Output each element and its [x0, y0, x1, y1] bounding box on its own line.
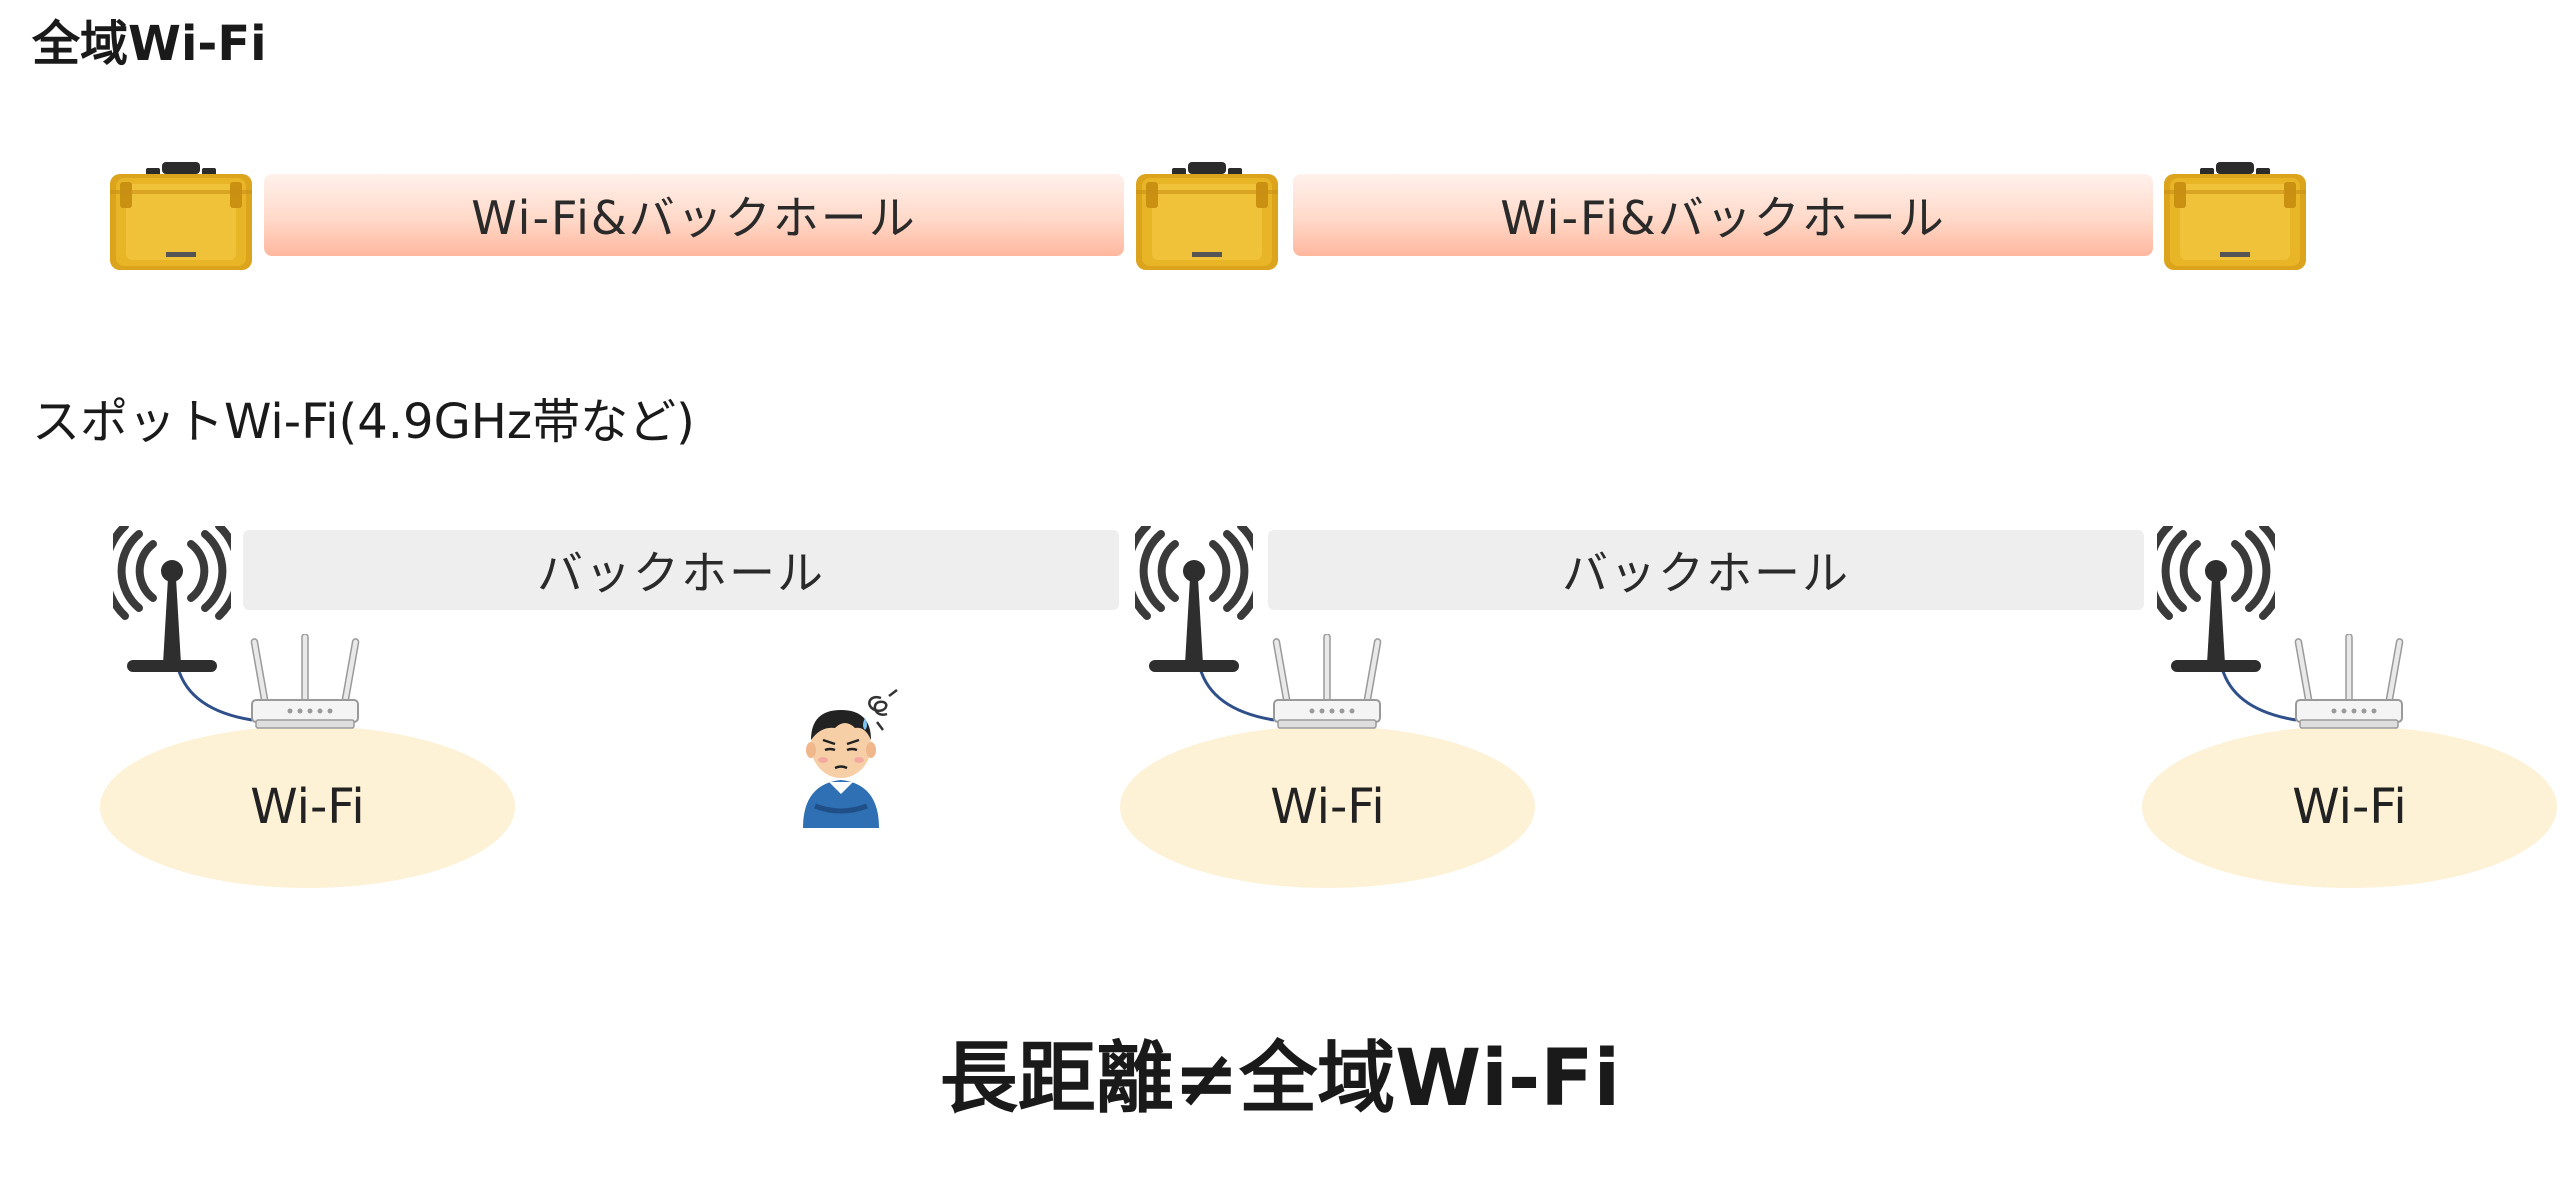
wifi-coverage-area-2: Wi-Fi	[1120, 726, 1535, 888]
wifi-backhaul-label-1: Wi-Fi&バックホール	[471, 191, 917, 245]
backhaul-label-1: バックホール	[537, 546, 825, 600]
wifi-router-icon	[2294, 634, 2404, 734]
wifi-router-icon	[1272, 634, 1382, 734]
wifi-backhaul-link-1: Wi-Fi&バックホール	[264, 174, 1124, 256]
backhaul-link-1: バックホール	[243, 530, 1119, 610]
backhaul-label-2: バックホール	[1562, 546, 1850, 600]
wifi-backhaul-link-2: Wi-Fi&バックホール	[1293, 174, 2153, 256]
coverage-label-2: Wi-Fi	[1270, 779, 1385, 835]
yellow-case-icon	[106, 160, 256, 272]
yellow-case-icon	[1132, 160, 1282, 272]
broadcast-antenna-icon	[113, 526, 231, 676]
coverage-label-3: Wi-Fi	[2292, 779, 2407, 835]
wifi-coverage-area-1: Wi-Fi	[100, 726, 515, 888]
spot-section-title: スポットWi-Fi(4.9GHz帯など)	[32, 394, 695, 450]
troubled-person-icon	[795, 688, 905, 828]
wifi-backhaul-label-2: Wi-Fi&バックホール	[1500, 191, 1946, 245]
top-section-title: 全域Wi-Fi	[32, 16, 267, 72]
wifi-router-icon	[250, 634, 360, 734]
broadcast-antenna-icon	[2157, 526, 2275, 676]
broadcast-antenna-icon	[1135, 526, 1253, 676]
backhaul-link-2: バックホール	[1268, 530, 2144, 610]
yellow-case-icon	[2160, 160, 2310, 272]
wifi-coverage-area-3: Wi-Fi	[2142, 726, 2557, 888]
coverage-label-1: Wi-Fi	[250, 779, 365, 835]
conclusion-heading: 長距離≠全域Wi-Fi	[939, 1034, 1621, 1124]
